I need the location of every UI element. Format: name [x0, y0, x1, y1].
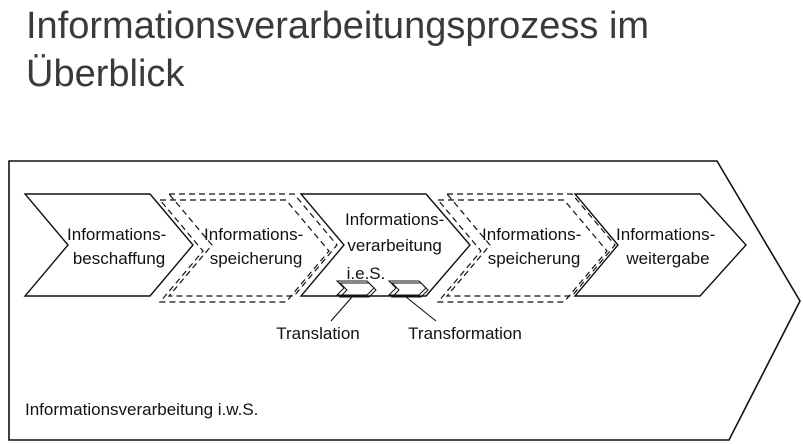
step-chevron-verarbeitung	[299, 193, 471, 297]
outer-process-label: Informationsverarbeitung i.w.S.	[25, 400, 258, 419]
transformation-pointer-line	[405, 296, 437, 322]
step-label-beschaffung: Informations- beschaffung	[67, 225, 171, 268]
page-title-line-2: Überblick	[26, 53, 185, 95]
step-chevron-beschaffung	[23, 193, 194, 297]
step-label-speicherung-1: Informations- speicherung	[204, 225, 308, 268]
translation-chevron	[335, 280, 377, 298]
page-title: Informationsverarbeitungsprozess im Über…	[26, 2, 786, 98]
transformation-chevron	[387, 280, 429, 298]
transformation-label: Transformation	[408, 324, 522, 343]
step-chevron-weitergabe	[573, 193, 747, 297]
step-label-verarbeitung: Informations- verarbeitung i.e.S.	[345, 210, 449, 283]
step-chevron-speicherung-2	[436, 193, 616, 303]
translation-label: Translation	[276, 324, 359, 343]
step-label-speicherung-2: Informations- speicherung	[482, 225, 586, 268]
outer-process-arrow	[8, 160, 801, 441]
page-title-line-1: Informationsverarbeitungsprozess im	[26, 5, 650, 47]
translation-pointer-line	[330, 296, 353, 322]
step-chevron-speicherung-1	[158, 193, 338, 303]
step-label-weitergabe: Informations- weitergabe	[616, 225, 720, 268]
